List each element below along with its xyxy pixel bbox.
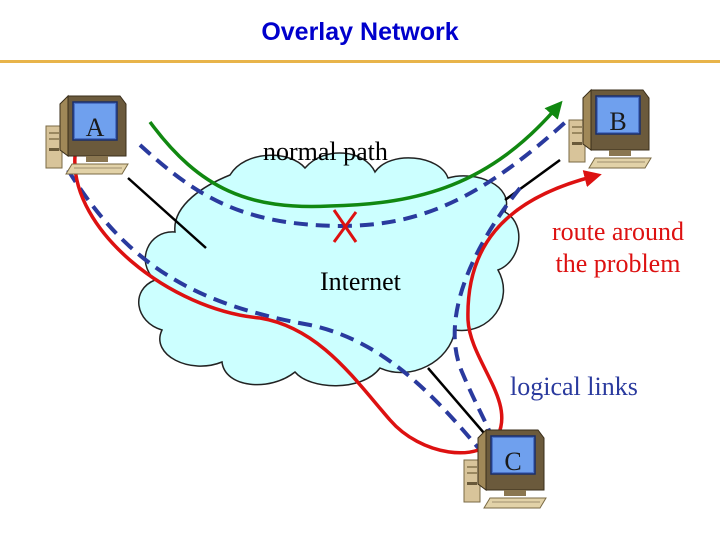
- computer-node-b: B: [568, 89, 652, 169]
- node-label-a: A: [86, 113, 105, 142]
- slide-title: Overlay Network: [261, 18, 459, 46]
- reroute-path-arrow: [73, 155, 602, 455]
- node-label-c: C: [504, 447, 521, 476]
- computer-node-a: A: [45, 95, 129, 175]
- node-label-b: B: [609, 107, 626, 136]
- logical-link-a-c: [66, 168, 482, 452]
- failure-x-icon: [332, 209, 358, 243]
- physical-link-c: [427, 367, 491, 441]
- computer-node-c: C: [463, 429, 547, 509]
- internet-label: Internet: [320, 267, 402, 296]
- physical-link-a: [127, 177, 207, 249]
- route-around-label-line2: the problem: [556, 249, 681, 278]
- logical-link-b-c: [452, 186, 522, 441]
- normal-path-label: normal path: [263, 137, 388, 166]
- normal-path-arrow: [148, 100, 563, 209]
- logical-link-a-b: [138, 116, 572, 229]
- cloud-icon: [138, 152, 520, 387]
- route-around-label-line1: route around: [552, 217, 684, 246]
- logical-links-label: logical links: [510, 372, 638, 401]
- title-rule: [0, 60, 720, 63]
